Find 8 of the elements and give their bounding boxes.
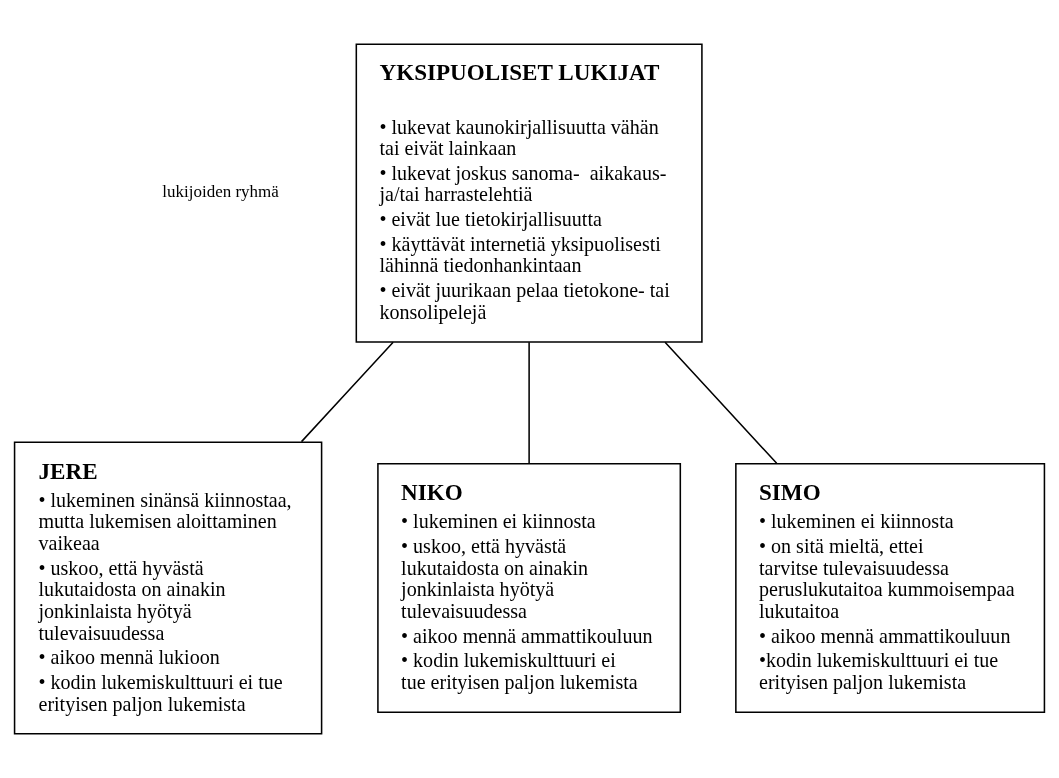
label: lukijoiden ryhmä bbox=[162, 182, 279, 202]
node-box: JERE • lukeminen sinänsä kiinnostaa, mutta lukemisen aloittaminen vaikeaa • uskoo, että hyvästä lukutaidosta on ainakin jonkinlaista hyötyä tulevaisuudessa • aikoo mennä lukioon • kodin lukemiskulttuuri ei tue erityisen paljon lukemista bbox=[13, 441, 323, 735]
connector bbox=[528, 341, 530, 465]
node-box: NIKO • lukeminen ei kiinnosta • uskoo, että hyvästä lukutaidosta on ainakin jonkinlaista hyötyä tulevaisuudessa • aikoo mennä ammattikouluun • kodin lukemiskulttuuri ei tue erityisen paljon lukemista bbox=[377, 463, 682, 713]
connector bbox=[300, 341, 394, 443]
node-box: SIMO • lukeminen ei kiinnosta • on sitä mieltä, ettei tarvitse tulevaisuudessa peruslukutaitoa kummoisempaa lukutaitoa • aikoo mennä ammattikouluun •kodin lukemiskulttuuri ei tue erityisen paljon lukemista bbox=[735, 463, 1046, 713]
node-box: YKSIPUOLISET LUKIJAT • lukevat kaunokirjallisuutta vähän tai eivät lainkaan • lukevat joskus sanoma- aikakaus- ja/tai harrastelehtiä • eivät lue tietokirjallisuutta • käyttävät internetiä yksipuolisesti lähinnä tiedonhankintaan • eivät juurikaan pelaa tietokone- tai konsolipelejä bbox=[355, 43, 703, 343]
connector bbox=[664, 341, 778, 465]
